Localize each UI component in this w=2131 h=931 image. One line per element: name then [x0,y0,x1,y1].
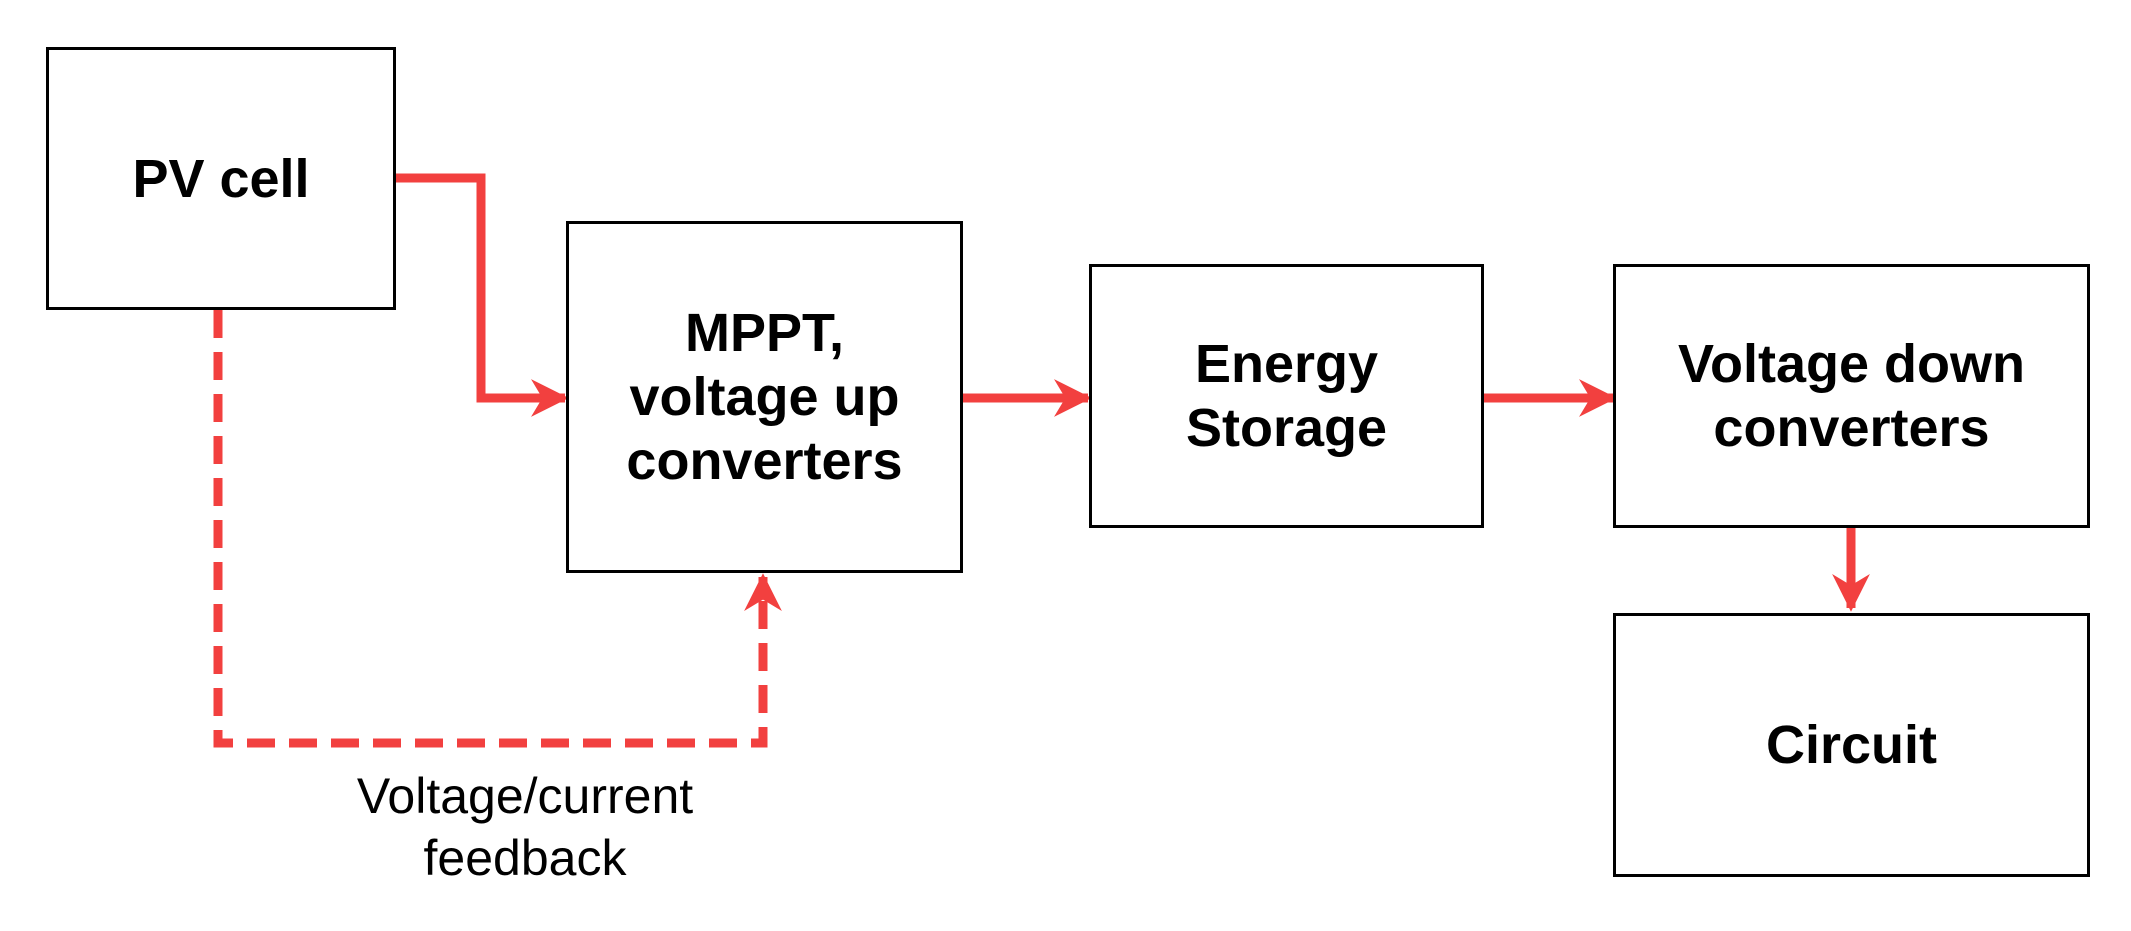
circuit-block: Circuit [1613,613,2090,877]
voltage-down-block: Voltage down converters [1613,264,2090,528]
feedback-label: Voltage/current feedback [356,768,694,886]
energy-storage-block: Energy Storage [1089,264,1484,528]
arrow-pv-to-mppt [396,173,569,417]
mppt-block: MPPT, voltage up converters [566,221,963,573]
pv-cell-block: PV cell [46,47,396,310]
feedback-dashed-arrow [213,310,782,748]
